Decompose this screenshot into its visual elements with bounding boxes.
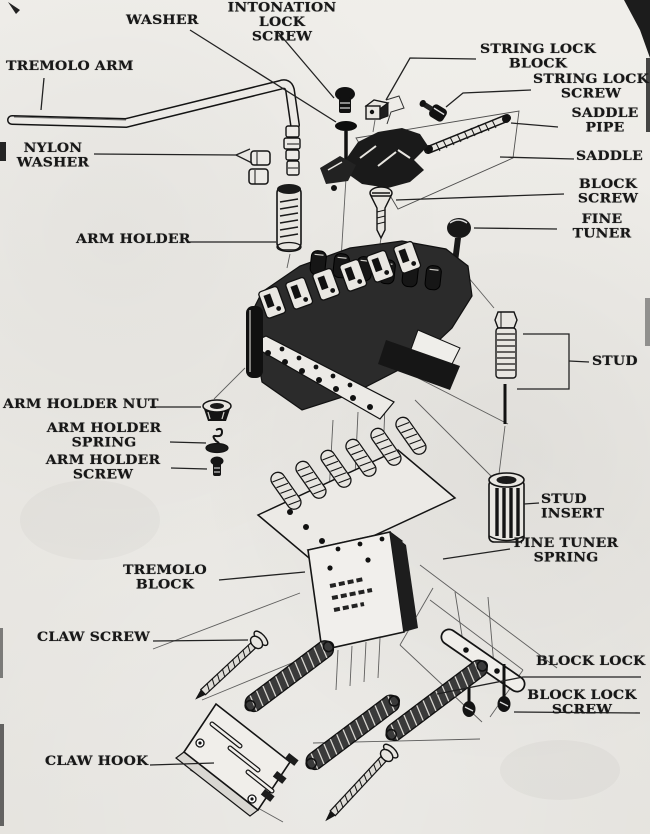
label-intonation-lock-screw: INTONATION LOCK SCREW [227,0,337,45]
arm-holder-nut-drawing [202,399,232,421]
bridge-saddles [258,240,422,319]
block-screw-drawing [369,186,393,240]
label-nylon-washer: NYLON WASHER [16,140,90,171]
arm-tip-and-nylon-washers-drawing [248,125,301,185]
label-arm-holder: ARM HOLDER [76,231,191,247]
saddle-pipe-drawing [424,114,511,154]
label-block-lock-screw: BLOCK LOCK SCREW [527,687,637,718]
claw-hook-drawing [175,702,299,817]
label-fine-tuner: FINE TUNER [572,211,632,242]
arm-holder-drawing [276,184,302,253]
label-arm-holder-spring: ARM HOLDER SPRING [46,420,162,451]
label-saddle-pipe: SADDLE PIPE [571,105,639,136]
label-arm-holder-nut: ARM HOLDER NUT [3,396,159,412]
label-washer: WASHER [126,12,199,28]
stud-drawing [494,311,518,424]
claw-screw-1-drawing [195,630,269,700]
string-lock-screw-drawing [419,100,447,122]
label-arm-holder-screw: ARM HOLDER SCREW [45,452,161,483]
fine-tuner-springs [270,416,427,510]
label-block-lock: BLOCK LOCK [536,653,646,669]
tremolo-block-drawing [306,531,418,651]
fine-tuner-spring-plate-drawing [256,416,457,564]
label-tremolo-block: TREMOLO BLOCK [123,562,207,593]
bridge-body-drawing [246,240,473,420]
leader-lines [40,29,641,766]
stud-insert-drawing [488,472,525,543]
label-string-lock-block: STRING LOCK BLOCK [480,41,596,72]
arm-holder-spring-drawing [205,427,229,454]
label-stud-insert: STUD INSERT [541,491,605,522]
label-string-lock-screw: STRING LOCK SCREW [533,71,649,102]
claw-screw-2-drawing [325,743,399,822]
saddle-drawing [320,128,428,191]
label-block-screw: BLOCK SCREW [577,176,639,207]
label-saddle: SADDLE [576,148,643,164]
arm-holder-screw-drawing [210,456,224,476]
tremolo-arm-drawing [7,79,300,130]
label-claw-screw: CLAW SCREW [37,629,151,645]
label-stud: STUD [592,353,638,369]
label-fine-tuner-spring: FINE TUNER SPRING [513,535,619,566]
tremolo-springs-drawing [244,640,489,771]
string-lock-block-drawing [364,95,405,125]
label-claw-hook: CLAW HOOK [45,753,149,769]
label-tremolo-arm: TREMOLO ARM [6,58,134,74]
